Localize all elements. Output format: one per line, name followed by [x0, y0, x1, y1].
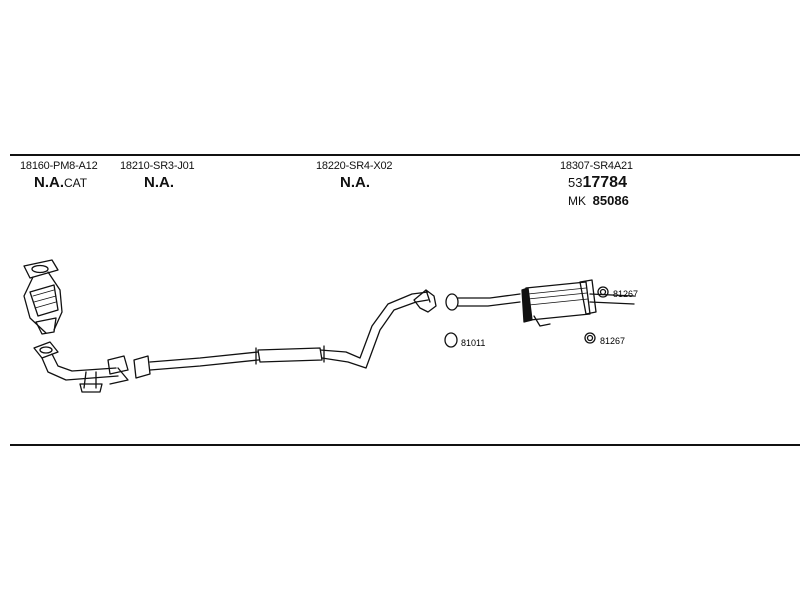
catalyst-availability: N.A.CAT: [34, 174, 87, 191]
rear-muffler-mk-number: MK 85086: [568, 193, 629, 208]
hanger-callout-1: [597, 286, 609, 298]
alt-number: 17784: [582, 174, 627, 191]
mk-number: 85086: [592, 193, 629, 208]
hanger-callout-3: [444, 332, 458, 348]
status-suffix: CAT: [64, 176, 88, 190]
middle-pipe: [133, 289, 437, 379]
part-number-middle-pipe: 18220-SR4-X02: [316, 160, 393, 172]
middle-pipe-availability: N.A.: [340, 174, 370, 191]
callout-label-1: 81267: [613, 289, 638, 299]
top-divider-line: [10, 154, 800, 156]
rear-muffler: [445, 279, 635, 327]
part-number-catalyst: 18160-PM8-A12: [20, 160, 98, 172]
part-number-front-pipe: 18210-SR3-J01: [120, 160, 195, 172]
catalytic-converter: [23, 259, 63, 335]
alt-prefix: 53: [568, 175, 583, 190]
mk-prefix: MK: [568, 194, 586, 208]
bottom-divider-line: [10, 444, 800, 446]
front-pipe: [33, 341, 129, 393]
rear-muffler-alt-number: 5317784: [568, 174, 627, 192]
front-pipe-availability: N.A.: [144, 174, 174, 191]
part-number-rear-muffler: 18307-SR4A21: [560, 160, 633, 172]
hanger-callout-2: [584, 332, 596, 344]
callout-label-2: 81267: [600, 336, 625, 346]
status-na: N.A.: [34, 174, 64, 191]
callout-label-3: 81011: [461, 338, 485, 348]
